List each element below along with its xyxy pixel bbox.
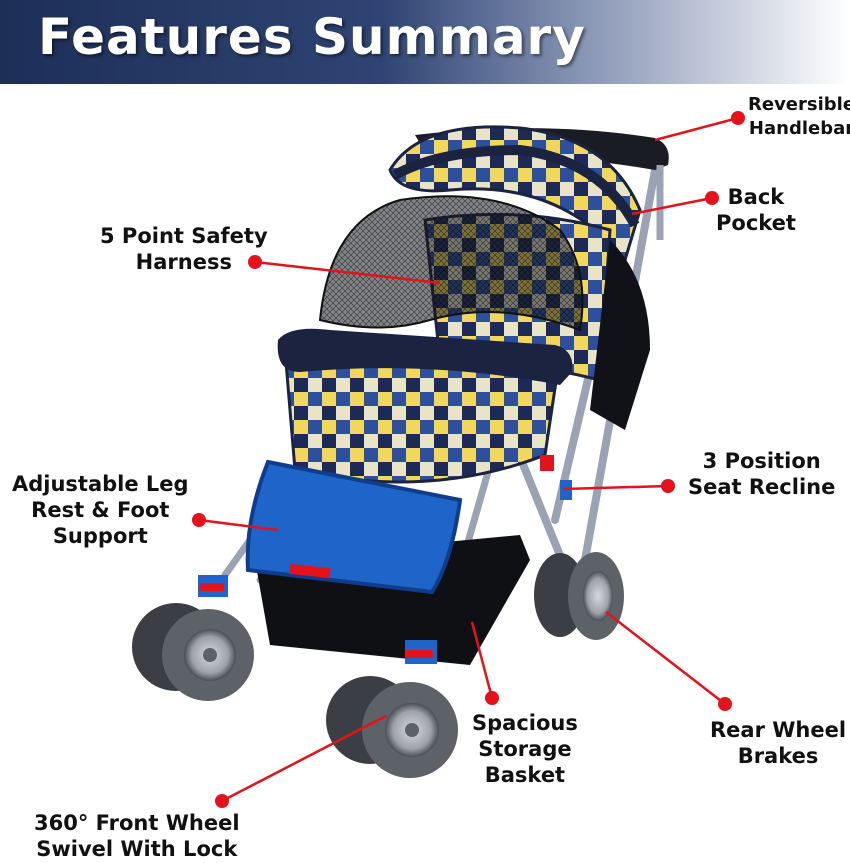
title-banner: Features Summary [0,0,850,84]
label-line: Rear Wheel [710,718,847,742]
label-line: Reversible [748,94,850,115]
label-line: Harness [135,250,232,274]
rear-wheels [534,552,624,640]
label-safety-harness: 5 Point Safety Harness [100,223,268,275]
label-line: Back [727,185,785,209]
label-line: Rest & Foot [31,498,170,522]
recline-lever [540,455,554,471]
label-leg-rest: Adjustable Leg Rest & Foot Support [12,471,189,549]
bumper-bar [277,328,573,385]
back-pocket [590,240,650,430]
label-front-wheel: 360° Front Wheel Swivel With Lock [34,810,240,862]
label-back-pocket: Back Pocket [716,184,796,236]
label-seat-recline: 3 Position Seat Recline [688,448,835,500]
label-line: Support [52,524,148,548]
front-wheels-left [132,603,254,701]
label-line: Adjustable Leg [12,472,189,496]
label-line: 5 Point Safety [100,224,268,248]
label-line: Brakes [737,744,819,768]
label-line: Spacious [472,711,578,735]
label-line: Swivel With Lock [36,837,238,861]
mosquito-net [318,195,584,332]
label-line: Pocket [716,211,796,235]
callout-lines [192,111,745,808]
label-line: Basket [484,763,566,787]
label-line: 3 Position [702,449,821,473]
label-line: Seat Recline [688,475,836,499]
label-line: 360° Front Wheel [34,811,240,835]
front-wheels-right [326,676,458,778]
label-storage-basket: Spacious Storage Basket [472,710,578,788]
label-rear-brakes: Rear Wheel Brakes [710,717,846,769]
label-reversible-handlebar: Reversible Handlebar [748,93,850,141]
page-title: Features Summary [38,8,586,66]
label-line: Storage [478,737,572,761]
label-line: Handlebar [748,118,850,139]
footrest [245,459,463,595]
